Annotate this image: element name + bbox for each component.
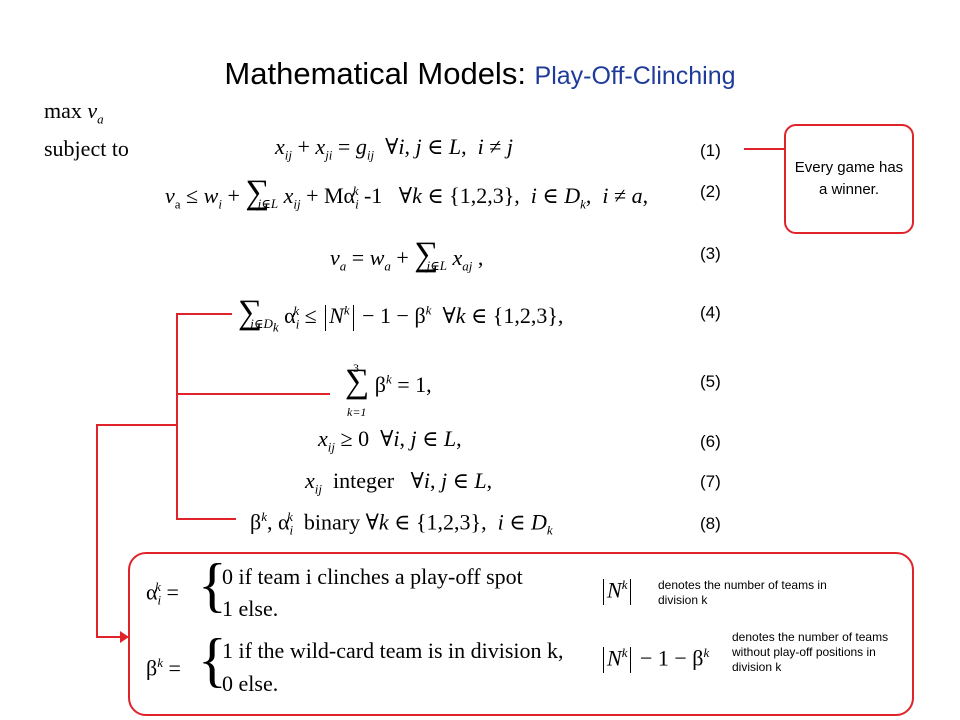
equation-7: xij integer ∀i, j ∈ L, xyxy=(305,468,493,497)
definitions-box xyxy=(128,552,914,716)
alpha-brace: { xyxy=(198,552,227,618)
nk-expression: Nk xyxy=(600,578,634,606)
arrow-head-icon xyxy=(120,631,129,643)
note-teams-without-playoff: denotes the number of teams without play… xyxy=(732,630,889,674)
equation-1: xij + xji = gij ∀i, j ∈ L, i ≠ j xyxy=(275,134,513,163)
nk-minus-expression: Nk − 1 − βk xyxy=(600,646,709,674)
slide-title: Mathematical Models: Play-Off-Clinching xyxy=(0,56,960,92)
objective-var-sub: a xyxy=(97,111,104,127)
outer-bracket-top-arm xyxy=(96,424,178,426)
outer-bracket-vertical xyxy=(96,424,98,638)
callout-text: Every game has a winner. xyxy=(794,159,904,198)
equation-number-2: (2) xyxy=(700,182,721,201)
equation-3: va = wa + ∑j∈L xaj , xyxy=(330,236,484,274)
equation-4: ∑i∈Dk αik ≤ Nk − 1 − βk ∀k ∈ {1,2,3}, xyxy=(238,294,564,335)
title-sub: Play-Off-Clinching xyxy=(534,62,736,90)
objective: max va xyxy=(44,98,104,127)
title-main: Mathematical Models: xyxy=(224,56,535,91)
equation-8: βk, αik binary ∀k ∈ {1,2,3}, i ∈ Dk xyxy=(250,509,553,538)
equation-number-8: (8) xyxy=(700,514,721,533)
beta-case-1: 1 if the wild-card team is in division k… xyxy=(222,638,564,663)
objective-max: max xyxy=(44,98,82,123)
alpha-case-1: 0 if team i clinches a play-off spot xyxy=(222,564,523,589)
beta-brace: { xyxy=(198,627,227,693)
bracket-top-arm xyxy=(176,313,232,315)
bracket-middle-arm xyxy=(176,393,330,395)
beta-lhs: βk = xyxy=(146,655,181,681)
beta-case-2: 0 else. xyxy=(222,671,279,696)
bracket-bottom-arm xyxy=(176,518,236,520)
callout-box: Every game has a winner. xyxy=(784,124,914,234)
equation-number-5: (5) xyxy=(700,372,721,391)
equation-number-6: (6) xyxy=(700,432,721,451)
equation-number-4: (4) xyxy=(700,303,721,322)
outer-bracket-arrow-line xyxy=(96,636,122,638)
alpha-lhs: αik = xyxy=(146,579,179,608)
alpha-case-2: 1 else. xyxy=(222,596,279,621)
subject-to: subject to xyxy=(44,136,129,161)
equation-number-3: (3) xyxy=(700,244,721,263)
equation-5: 3∑k=1 βk = 1, xyxy=(345,361,432,419)
objective-var: v xyxy=(87,98,98,123)
equation-number-1: (1) xyxy=(700,141,721,160)
equation-number-7: (7) xyxy=(700,472,721,491)
equation-6: xij ≥ 0 ∀i, j ∈ L, xyxy=(318,426,462,455)
callout-connector xyxy=(744,148,784,150)
equation-2: va ≤ wi + ∑j∈L xij + Mαik -1 ∀k ∈ {1,2,3… xyxy=(165,174,649,212)
note-teams-in-division: denotes the number of teams in division … xyxy=(658,578,827,607)
bracket-vertical xyxy=(176,313,178,520)
